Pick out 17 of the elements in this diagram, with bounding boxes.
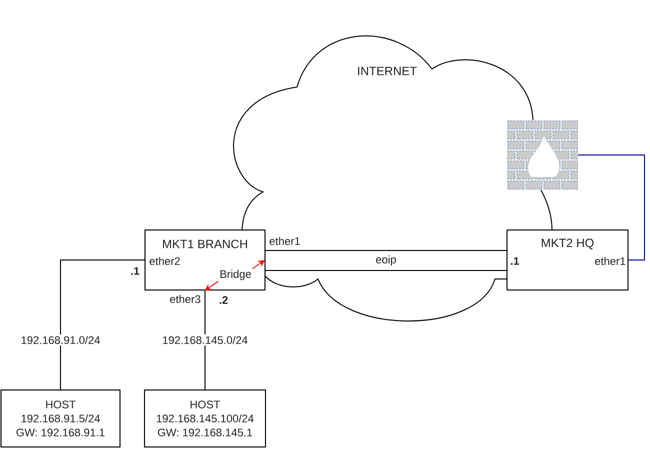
host-box: HOST 192.168.91.5/24 GW: 192.168.91.1 bbox=[0, 390, 120, 448]
address-label: .2 bbox=[220, 296, 228, 304]
edge-label: 192.168.91.0/24 bbox=[19, 334, 102, 346]
tunnel-band: eoip bbox=[264, 250, 508, 271]
port-label: ether1 bbox=[595, 256, 626, 266]
connector-line bbox=[578, 154, 645, 260]
arrow bbox=[252, 260, 265, 270]
address-label: .1 bbox=[131, 267, 140, 275]
connector-line bbox=[60, 260, 145, 390]
port-label: ether3 bbox=[170, 294, 200, 304]
port-label: ether2 bbox=[150, 256, 180, 266]
firewall-icon bbox=[507, 120, 578, 190]
host-box: HOST 192.168.145.100/24 GW: 192.168.145.1 bbox=[144, 390, 266, 448]
address-label: .1 bbox=[510, 257, 520, 265]
connector-line bbox=[204, 290, 206, 390]
edge-label: 192.168.145.0/24 bbox=[160, 334, 250, 346]
arrow bbox=[204, 280, 219, 291]
